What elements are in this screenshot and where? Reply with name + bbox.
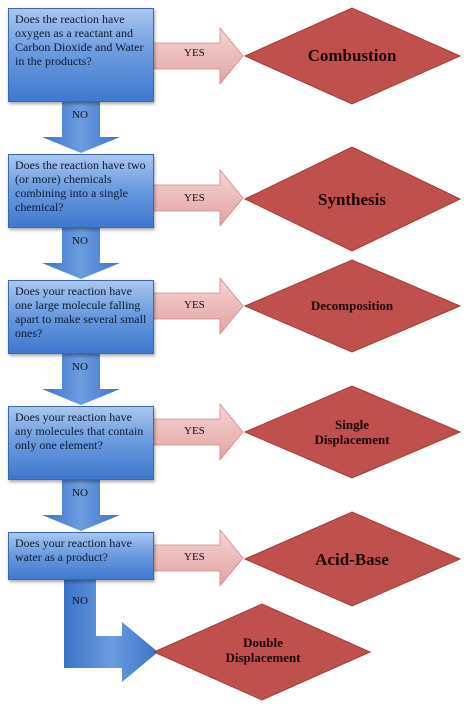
result-diamond-acid-base [243,511,462,607]
question-text-4: Does your reaction have any molecules th… [15,410,144,452]
no-label-5: NO [72,595,88,607]
question-text-2: Does the reaction have two (or more) che… [15,158,146,214]
result-text-single-displacement: Single Displacement [314,417,390,447]
result-diamond-decomposition [243,259,462,353]
yes-label-5: YES [184,551,205,563]
no-label-1: NO [72,109,88,121]
yes-label-1: YES [184,47,205,59]
result-text-synthesis: Synthesis [317,190,387,210]
question-text-3: Does your reaction have one large molecu… [15,284,147,340]
result-text-combustion: Combustion [307,46,397,66]
yes-arrow-4 [152,402,244,462]
no-arrow-5-bent [64,580,158,682]
yes-arrow-3 [152,276,244,336]
yes-label-3: YES [184,299,205,311]
no-arrow-1 [42,102,120,153]
result-diamond-combustion [243,7,462,105]
no-arrow-2 [42,228,120,279]
result-text-acid-base: Acid-Base [315,550,389,570]
no-arrow-4 [42,480,120,531]
question-box-1: Does the reaction have oxygen as a react… [8,8,154,102]
yes-arrow-5 [152,528,244,588]
result-text-double-displacement: Double Displacement [225,635,301,665]
question-box-5: Does your reaction have water as a produ… [8,532,154,580]
result-diamond-double-displacement [152,603,372,701]
no-label-2: NO [72,235,88,247]
question-text-1: Does the reaction have oxygen as a react… [15,12,144,68]
result-text-decomposition: Decomposition [310,297,394,313]
question-box-4: Does your reaction have any molecules th… [8,406,154,480]
question-text-5: Does your reaction have water as a produ… [15,536,132,564]
result-diamond-synthesis [243,146,462,252]
yes-label-2: YES [184,192,205,204]
yes-arrow-1 [152,26,244,86]
result-diamond-single-displacement [243,385,462,479]
no-arrow-3 [42,354,120,405]
no-label-3: NO [72,361,88,373]
no-label-4: NO [72,487,88,499]
question-box-2: Does the reaction have two (or more) che… [8,154,154,228]
question-box-3: Does your reaction have one large molecu… [8,280,154,354]
yes-label-4: YES [184,425,205,437]
yes-arrow-2 [152,168,244,228]
